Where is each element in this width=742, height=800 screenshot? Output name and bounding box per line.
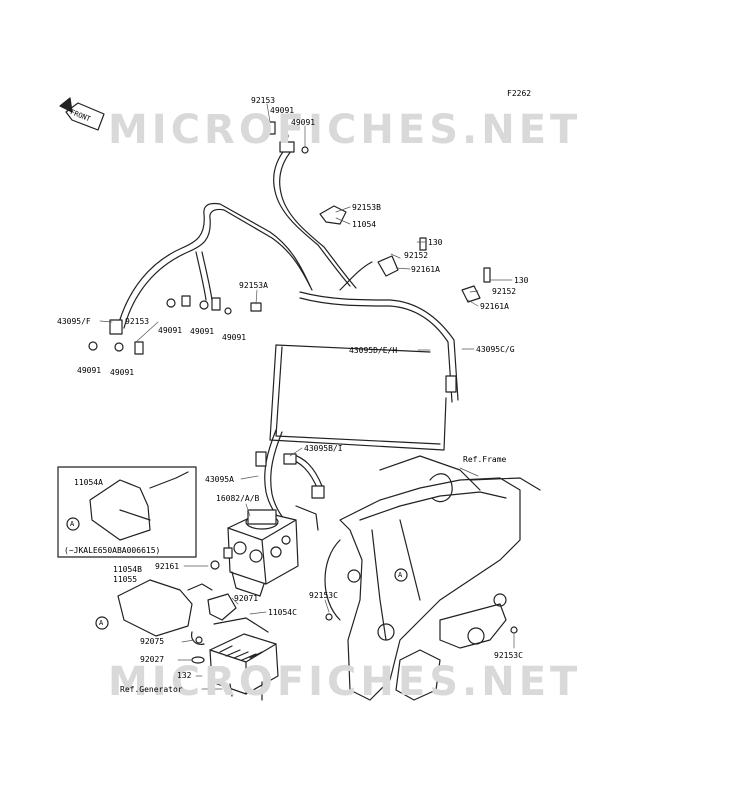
part-92153c-a[interactable]: 92153C bbox=[309, 591, 338, 600]
part-49091-l4[interactable]: 49091 bbox=[77, 366, 102, 375]
part-92153b[interactable]: 92153B bbox=[352, 203, 381, 212]
inset-note: (~JKALE650ABA006615) bbox=[64, 546, 161, 555]
circle-marker-a-frame: A bbox=[398, 571, 403, 579]
part-11054b[interactable]: 11054B bbox=[113, 565, 142, 574]
part-92027[interactable]: 92027 bbox=[140, 655, 165, 664]
watermark-top: MICROFICHES.NET bbox=[108, 107, 582, 153]
part-92152-b[interactable]: 92152 bbox=[492, 287, 517, 296]
front-arrow-icon bbox=[59, 97, 105, 131]
part-92161[interactable]: 92161 bbox=[155, 562, 180, 571]
watermark-bottom: MICROFICHES.NET bbox=[108, 659, 582, 705]
part-43095a[interactable]: 43095A bbox=[205, 475, 234, 484]
part-43095c-g[interactable]: 43095C/G bbox=[476, 345, 515, 354]
part-92153a[interactable]: 92153A bbox=[239, 281, 268, 290]
part-92153-left[interactable]: 92153 bbox=[125, 317, 150, 326]
ref-generator: Ref.Generator bbox=[120, 685, 183, 694]
circle-marker-a-inset: A bbox=[70, 520, 75, 528]
abs-unit bbox=[223, 509, 299, 597]
part-92161a-b[interactable]: 92161A bbox=[480, 302, 509, 311]
part-92152-a[interactable]: 92152 bbox=[404, 251, 429, 260]
part-43095b-i[interactable]: 43095B/I bbox=[304, 444, 343, 453]
part-11054a[interactable]: 11054A bbox=[74, 478, 103, 487]
part-92071[interactable]: 92071 bbox=[234, 594, 259, 603]
part-43095f[interactable]: 43095/F bbox=[57, 317, 91, 326]
part-11055[interactable]: 11055 bbox=[113, 575, 138, 584]
part-43095d-e-h[interactable]: 43095D/E/H bbox=[349, 346, 398, 355]
part-92075[interactable]: 92075 bbox=[140, 637, 165, 646]
part-49091-l2[interactable]: 49091 bbox=[190, 327, 215, 336]
part-49091-top2[interactable]: 49091 bbox=[291, 118, 316, 127]
ref-frame: Ref.Frame bbox=[463, 455, 507, 464]
part-49091-l5[interactable]: 49091 bbox=[110, 368, 135, 377]
part-130-a[interactable]: 130 bbox=[428, 238, 443, 247]
part-11054-top[interactable]: 11054 bbox=[352, 220, 377, 229]
part-92153c-b[interactable]: 92153C bbox=[494, 651, 523, 660]
part-49091-top1[interactable]: 49091 bbox=[270, 106, 295, 115]
part-130-b[interactable]: 130 bbox=[514, 276, 529, 285]
part-11054c[interactable]: 11054C bbox=[268, 608, 297, 617]
part-49091-l3[interactable]: 49091 bbox=[222, 333, 247, 342]
part-49091-l1[interactable]: 49091 bbox=[158, 326, 183, 335]
circle-marker-a-lower: A bbox=[99, 619, 104, 627]
part-92153-top[interactable]: 92153 bbox=[251, 96, 276, 105]
part-132[interactable]: 132 bbox=[177, 671, 192, 680]
frame-drawing bbox=[324, 455, 541, 701]
part-16082[interactable]: 16082/A/B bbox=[216, 494, 260, 503]
figure-code: F2262 bbox=[507, 89, 532, 98]
part-92161a-a[interactable]: 92161A bbox=[411, 265, 440, 274]
